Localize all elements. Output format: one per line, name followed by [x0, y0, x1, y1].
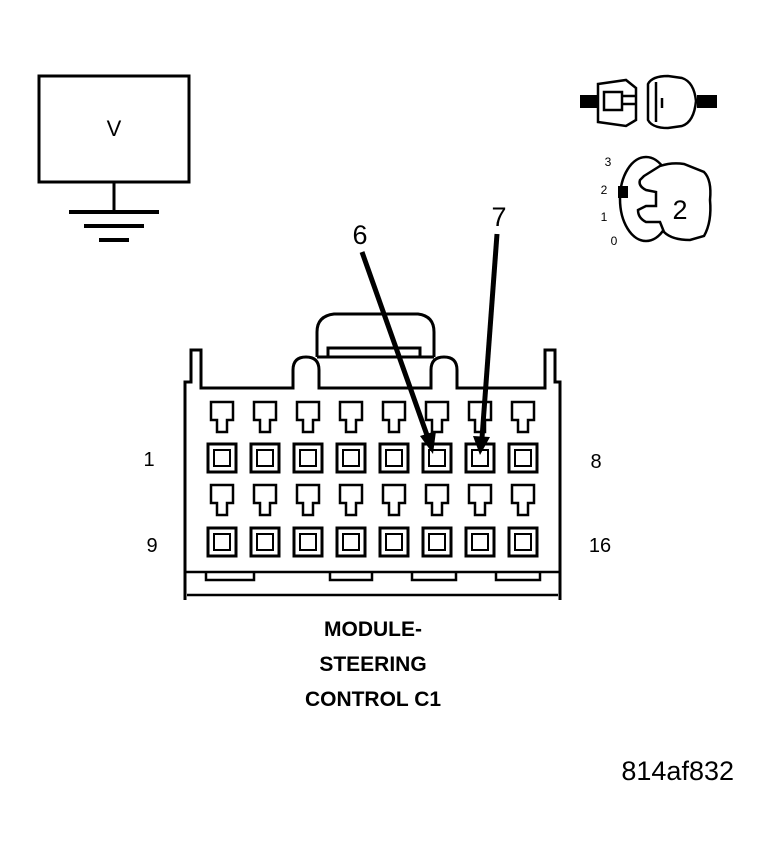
pin-cavity-1 [206, 442, 238, 474]
pin-key-16 [510, 483, 536, 517]
pin-cavity-10 [249, 526, 281, 558]
pin-key-10 [252, 483, 278, 517]
ignition-switch-icon: 3 2 1 0 2 [601, 155, 712, 248]
pin-key-4 [338, 400, 364, 434]
callout-6-arrowhead [420, 431, 436, 454]
connector-latch [315, 312, 436, 359]
pin-terminal-3 [299, 449, 317, 467]
pin-terminal-13 [385, 533, 403, 551]
pin-cavity-11 [292, 526, 324, 558]
pin-cavity-6 [421, 442, 453, 474]
voltmeter-symbol: V [37, 74, 191, 242]
connector-base [185, 570, 560, 597]
pin-terminal-2 [256, 449, 274, 467]
ignition-key [636, 162, 712, 242]
pin-cavity-2 [249, 442, 281, 474]
pin-terminal-6 [428, 449, 446, 467]
pin-key-2 [252, 400, 278, 434]
ignition-position-1: 1 [601, 210, 608, 224]
pin-cavity-15 [464, 526, 496, 558]
pin-key-6 [424, 400, 450, 434]
pin-cavity-8 [507, 442, 539, 474]
ground-icon [69, 210, 159, 242]
connector-disconnect-icon [580, 74, 717, 130]
pin-cavity-13 [378, 526, 410, 558]
callout-7-arrow [479, 233, 500, 439]
pin-label-16: 16 [589, 535, 611, 557]
pin-terminal-4 [342, 449, 360, 467]
callout-7: 7 [473, 202, 507, 455]
pin-key-8 [510, 400, 536, 434]
pin-key-1 [209, 400, 235, 434]
pin-cavity-3 [292, 442, 324, 474]
pin-cavity-16 [507, 526, 539, 558]
callout-6-label: 6 [352, 220, 367, 250]
pin-terminal-14 [428, 533, 446, 551]
pin-terminal-9 [213, 533, 231, 551]
callout-7-arrowhead [473, 436, 490, 455]
voltmeter-label: V [107, 116, 122, 141]
pin-cavity-4 [335, 442, 367, 474]
ignition-position-2: 2 [601, 183, 608, 197]
pin-key-13 [381, 483, 407, 517]
connector-pins [206, 400, 539, 558]
pin-key-14 [424, 483, 450, 517]
pin-cavity-5 [378, 442, 410, 474]
pin-key-7 [467, 400, 493, 434]
connector-title-line-2: STEERING [319, 653, 426, 676]
pin-terminal-8 [514, 449, 532, 467]
pin-label-1: 1 [143, 449, 154, 471]
pin-terminal-16 [514, 533, 532, 551]
figure-id: 814af832 [621, 756, 734, 786]
pin-key-5 [381, 400, 407, 434]
pin-key-12 [338, 483, 364, 517]
connector-shell [183, 348, 562, 595]
pin-terminal-5 [385, 449, 403, 467]
pin-terminal-10 [256, 533, 274, 551]
pin-label-8: 8 [590, 451, 601, 473]
pin-cavity-9 [206, 526, 238, 558]
pin-label-9: 9 [146, 535, 157, 557]
pin-terminal-12 [342, 533, 360, 551]
pin-cavity-14 [421, 526, 453, 558]
callout-6-arrow [359, 251, 431, 439]
connector-title-line-3: CONTROL C1 [305, 688, 441, 711]
callout-7-label: 7 [491, 202, 506, 232]
pin-key-3 [295, 400, 321, 434]
pin-terminal-15 [471, 533, 489, 551]
callout-6: 6 [352, 220, 436, 454]
pin-key-11 [295, 483, 321, 517]
pin-cavity-12 [335, 526, 367, 558]
ignition-pointer [618, 186, 628, 198]
connector-c1 [183, 312, 562, 600]
pin-terminal-1 [213, 449, 231, 467]
ignition-position-3: 3 [605, 155, 612, 169]
pin-key-9 [209, 483, 235, 517]
pin-key-15 [467, 483, 493, 517]
ignition-position-0: 0 [611, 234, 618, 248]
pin-terminal-11 [299, 533, 317, 551]
ignition-selected-position: 2 [672, 195, 687, 225]
connector-title-line-1: MODULE- [324, 618, 422, 641]
